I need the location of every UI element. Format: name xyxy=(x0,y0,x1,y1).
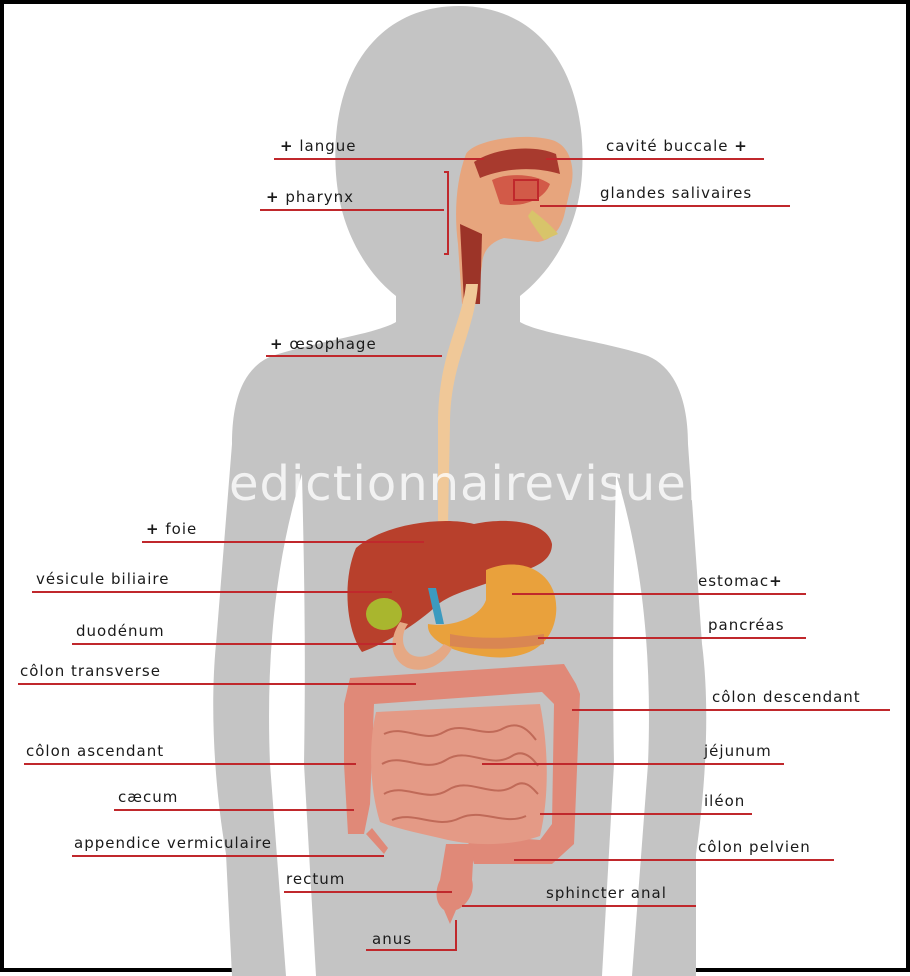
label-colon-descendant: côlon descendant xyxy=(712,688,861,706)
label-cavite: cavité buccale + xyxy=(606,137,748,155)
label-cavite-text: cavité buccale xyxy=(606,137,728,155)
label-appendice: appendice vermiculaire xyxy=(74,834,272,852)
label-oesophage-text: œsophage xyxy=(289,335,376,353)
plus-marker: + xyxy=(146,520,160,538)
label-pharynx-text: pharynx xyxy=(285,188,354,206)
label-caecum: cæcum xyxy=(118,788,178,806)
label-foie-text: foie xyxy=(165,520,197,538)
label-duodenum: duodénum xyxy=(76,622,165,640)
label-pancreas: pancréas xyxy=(708,616,785,634)
label-foie: + foie xyxy=(146,520,197,538)
watermark-text: www.ledictionnairevisuel.com xyxy=(82,456,823,512)
plus-marker: + xyxy=(769,572,783,590)
gallbladder-shape xyxy=(366,598,402,630)
plus-marker: + xyxy=(280,137,294,155)
label-anus: anus xyxy=(372,930,412,948)
label-langue-text: langue xyxy=(299,137,356,155)
label-estomac: estomac+ xyxy=(698,572,783,590)
label-pharynx: + pharynx xyxy=(266,188,354,206)
label-oesophage: + œsophage xyxy=(270,335,377,353)
label-colon-transverse: côlon transverse xyxy=(20,662,161,680)
label-jejunum: jéjunum xyxy=(704,742,772,760)
plus-marker: + xyxy=(734,137,748,155)
label-estomac-text: estomac xyxy=(698,572,769,590)
label-colon-pelvien: côlon pelvien xyxy=(698,838,811,856)
small-intestine-shape xyxy=(371,704,547,844)
label-rectum: rectum xyxy=(286,870,345,888)
label-langue: + langue xyxy=(280,137,356,155)
label-vesicule: vésicule biliaire xyxy=(36,570,169,588)
plus-marker: + xyxy=(270,335,284,353)
label-sphincter: sphincter anal xyxy=(546,884,667,902)
label-glandes: glandes salivaires xyxy=(600,184,752,202)
label-ileon: iléon xyxy=(704,792,745,810)
label-colon-ascendant: côlon ascendant xyxy=(26,742,164,760)
plus-marker: + xyxy=(266,188,280,206)
